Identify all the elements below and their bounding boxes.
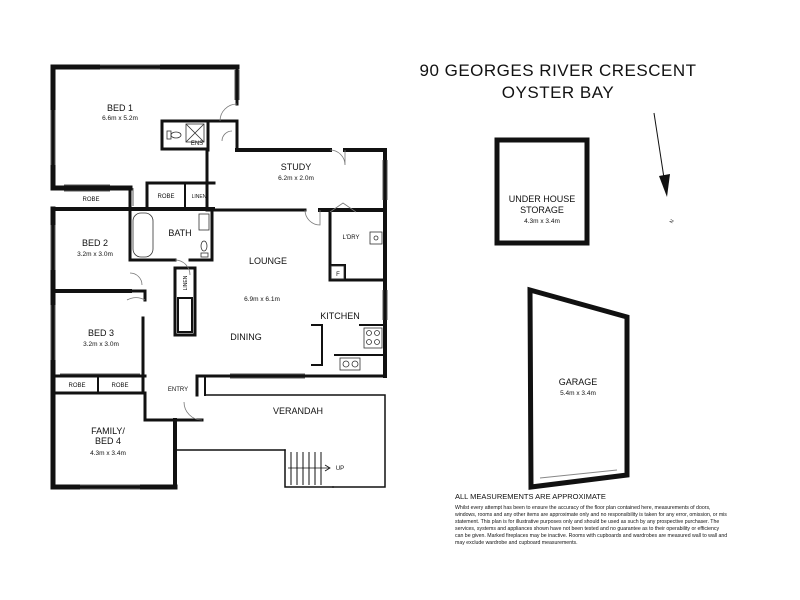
windows — [50, 64, 388, 490]
room-dim-study: 6.2m x 2.0m — [278, 175, 314, 182]
stairs-up-label: UP — [336, 466, 344, 472]
room-label-linen-top: LINEN — [192, 194, 207, 200]
fixtures — [132, 123, 383, 371]
room-label-laundry: L'DRY — [342, 235, 359, 241]
room-label-storage-line1: UNDER HOUSE — [509, 194, 576, 204]
room-dim-bed2: 3.2m x 3.0m — [77, 251, 113, 258]
room-label-robe-bed3b: ROBE — [111, 383, 128, 389]
room-label-ens: ENS — [191, 141, 203, 147]
room-label-robe-bed1: ROBE — [82, 197, 99, 203]
door-swings — [126, 103, 357, 421]
room-label-storage-line2: STORAGE — [520, 205, 564, 215]
room-label-verandah: VERANDAH — [273, 406, 323, 416]
room-dim-bed3: 3.2m x 3.0m — [83, 341, 119, 348]
room-label-robe-hall: ROBE — [157, 194, 174, 200]
room-label-bed3: BED 3 — [88, 328, 114, 338]
address-line-1: 90 GEORGES RIVER CRESCENT — [419, 61, 696, 80]
room-label-bath: BATH — [168, 228, 191, 238]
disclaimer-line: Whilst every attempt has been to ensure … — [455, 505, 710, 511]
room-dim-family: 4.3m x 3.4m — [90, 450, 126, 457]
disclaimer-line: can be given. Marked fireplaces may be i… — [455, 533, 727, 539]
north-arrow — [653, 112, 670, 197]
room-label-dining: DINING — [230, 332, 262, 342]
disclaimer-line: may exclude wardrobe and cupboard measur… — [455, 540, 578, 546]
room-label-bed2: BED 2 — [82, 238, 108, 248]
address-line-2: OYSTER BAY — [502, 83, 614, 102]
room-label-linen-side: LINEN — [183, 275, 189, 290]
north-label: N — [669, 218, 676, 224]
room-label-study: STUDY — [281, 162, 312, 172]
room-label-kitchen: KITCHEN — [320, 311, 360, 321]
disclaimer-heading: ALL MEASUREMENTS ARE APPROXIMATE — [455, 492, 606, 501]
room-dim-bed1: 6.6m x 5.2m — [102, 115, 138, 122]
garage-outline — [527, 286, 630, 490]
room-dim-lounge: 6.9m x 6.1m — [244, 296, 280, 303]
room-label-lounge: LOUNGE — [249, 256, 287, 266]
fridge-label: F — [336, 272, 340, 278]
room-dim-storage: 4.3m x 3.4m — [524, 218, 560, 225]
room-dim-garage: 5.4m x 3.4m — [560, 390, 596, 397]
verandah-steps — [288, 452, 331, 485]
room-label-garage: GARAGE — [559, 377, 598, 387]
room-label-bed1: BED 1 — [107, 103, 133, 113]
room-label-robe-bed3a: ROBE — [68, 383, 85, 389]
room-label-family-line2: BED 4 — [95, 436, 121, 446]
disclaimer-line: statement. This plan is for illustrative… — [455, 519, 719, 525]
room-label-entry: ENTRY — [168, 387, 188, 393]
room-label-family-line1: FAMILY/ — [91, 426, 125, 436]
storage-outline — [494, 137, 590, 246]
disclaimer-line: services, systems and appliances shown h… — [455, 526, 719, 532]
disclaimer-line: windows, rooms and any other items are a… — [455, 512, 727, 518]
